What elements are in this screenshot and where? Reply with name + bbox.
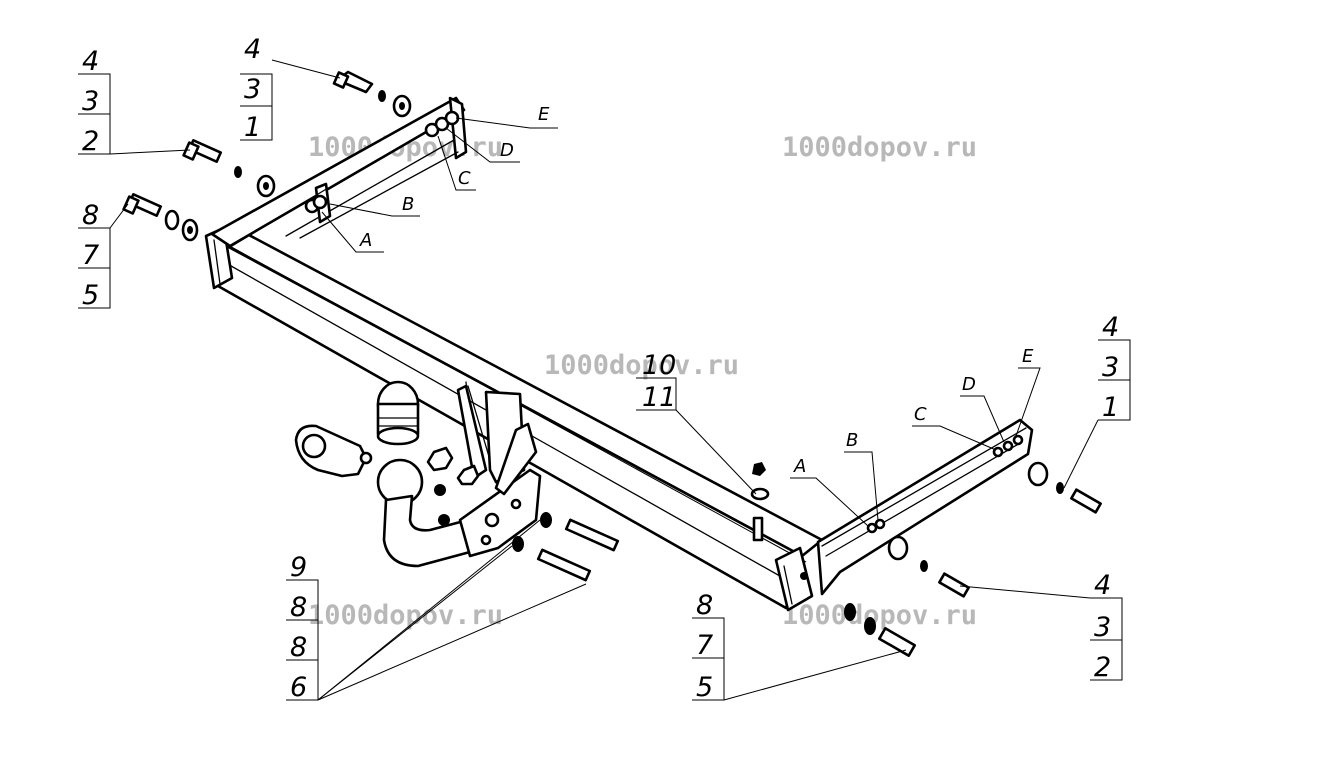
callout-bottom-left-3: 8 — [290, 632, 307, 663]
callout-bottom-center-2: 7 — [696, 630, 713, 661]
callout-bottom-left-4: 6 — [290, 672, 307, 703]
callout-top-left-2: 3 — [82, 86, 99, 117]
callout-bottom-left-2: 8 — [290, 592, 307, 623]
callout-top-left-1: 4 — [82, 46, 99, 77]
hole-label-right-a: A — [793, 456, 806, 477]
callout-right-lower-1: 4 — [1094, 570, 1111, 601]
hole-label-right-c: C — [914, 404, 927, 425]
bolt-right-upper — [1027, 461, 1102, 514]
callout-left-lower-1: 8 — [82, 200, 99, 231]
callout-top-middle-1: 4 — [244, 34, 261, 65]
hole-labels-left: A B C D E — [359, 104, 550, 251]
callout-stack-top-left: 4 3 2 — [82, 46, 99, 157]
watermarks: 1000dopov.ru 1000dopov.ru 1000dopov.ru 1… — [308, 132, 977, 631]
leader-lines — [78, 59, 1131, 701]
bolt-bottom-center — [844, 603, 917, 657]
callout-bottom-center-3: 5 — [696, 672, 713, 703]
callout-stack-bottom-left: 9 8 8 6 — [290, 552, 307, 703]
hole-label-left-a: A — [359, 230, 372, 251]
hole-label-right-e: E — [1022, 346, 1034, 367]
watermark-5: 1000dopov.ru — [782, 600, 977, 631]
callout-stack-right-lower: 4 3 2 — [1094, 570, 1111, 683]
left-bracket — [210, 96, 468, 248]
callout-left-lower-3: 5 — [82, 280, 99, 311]
bolt-top-middle — [332, 70, 412, 118]
bolt-left-lower — [122, 193, 199, 242]
callout-right-upper-2: 3 — [1102, 352, 1119, 383]
hole-label-left-c: C — [458, 168, 471, 189]
callout-right-lower-2: 3 — [1094, 612, 1111, 643]
callout-stack-bottom-center: 8 7 5 — [696, 590, 713, 703]
hardware — [122, 70, 1102, 657]
right-bracket — [816, 418, 1034, 596]
callout-top-middle-3: 1 — [244, 112, 261, 143]
watermark-2: 1000dopov.ru — [782, 132, 977, 163]
callout-stack-left-lower: 8 7 5 — [82, 200, 99, 311]
callout-bottom-left-1: 9 — [290, 552, 307, 583]
hole-label-right-d: D — [962, 374, 976, 395]
callout-stack-right-upper: 4 3 1 — [1102, 312, 1119, 423]
hole-labels-right: A B C D E — [793, 346, 1034, 477]
callout-center-1: 10 — [642, 350, 676, 381]
callout-stack-center: 10 11 — [642, 350, 676, 413]
bolt-top-left — [182, 139, 276, 198]
callout-top-middle-2: 3 — [244, 74, 261, 105]
callout-right-upper-3: 1 — [1102, 392, 1119, 423]
nut-stack-center — [750, 462, 770, 542]
hole-label-left-b: B — [402, 194, 414, 215]
callout-stack-top-middle: 4 3 1 — [244, 34, 261, 143]
bolts-bottom-left — [512, 512, 620, 582]
hole-label-right-b: B — [846, 430, 858, 451]
callout-right-upper-1: 4 — [1102, 312, 1119, 343]
watermark-4: 1000dopov.ru — [308, 600, 503, 631]
callout-right-lower-3: 2 — [1094, 652, 1111, 683]
callout-top-left-3: 2 — [82, 126, 99, 157]
hole-label-left-d: D — [500, 140, 514, 161]
watermark-3: 1000dopov.ru — [544, 350, 739, 381]
callout-center-2: 11 — [642, 382, 676, 413]
tow-ball-assembly — [294, 380, 542, 568]
callout-bottom-center-1: 8 — [696, 590, 713, 621]
hole-label-left-e: E — [538, 104, 550, 125]
callout-left-lower-2: 7 — [82, 240, 99, 271]
bolt-right-lower — [887, 535, 970, 598]
